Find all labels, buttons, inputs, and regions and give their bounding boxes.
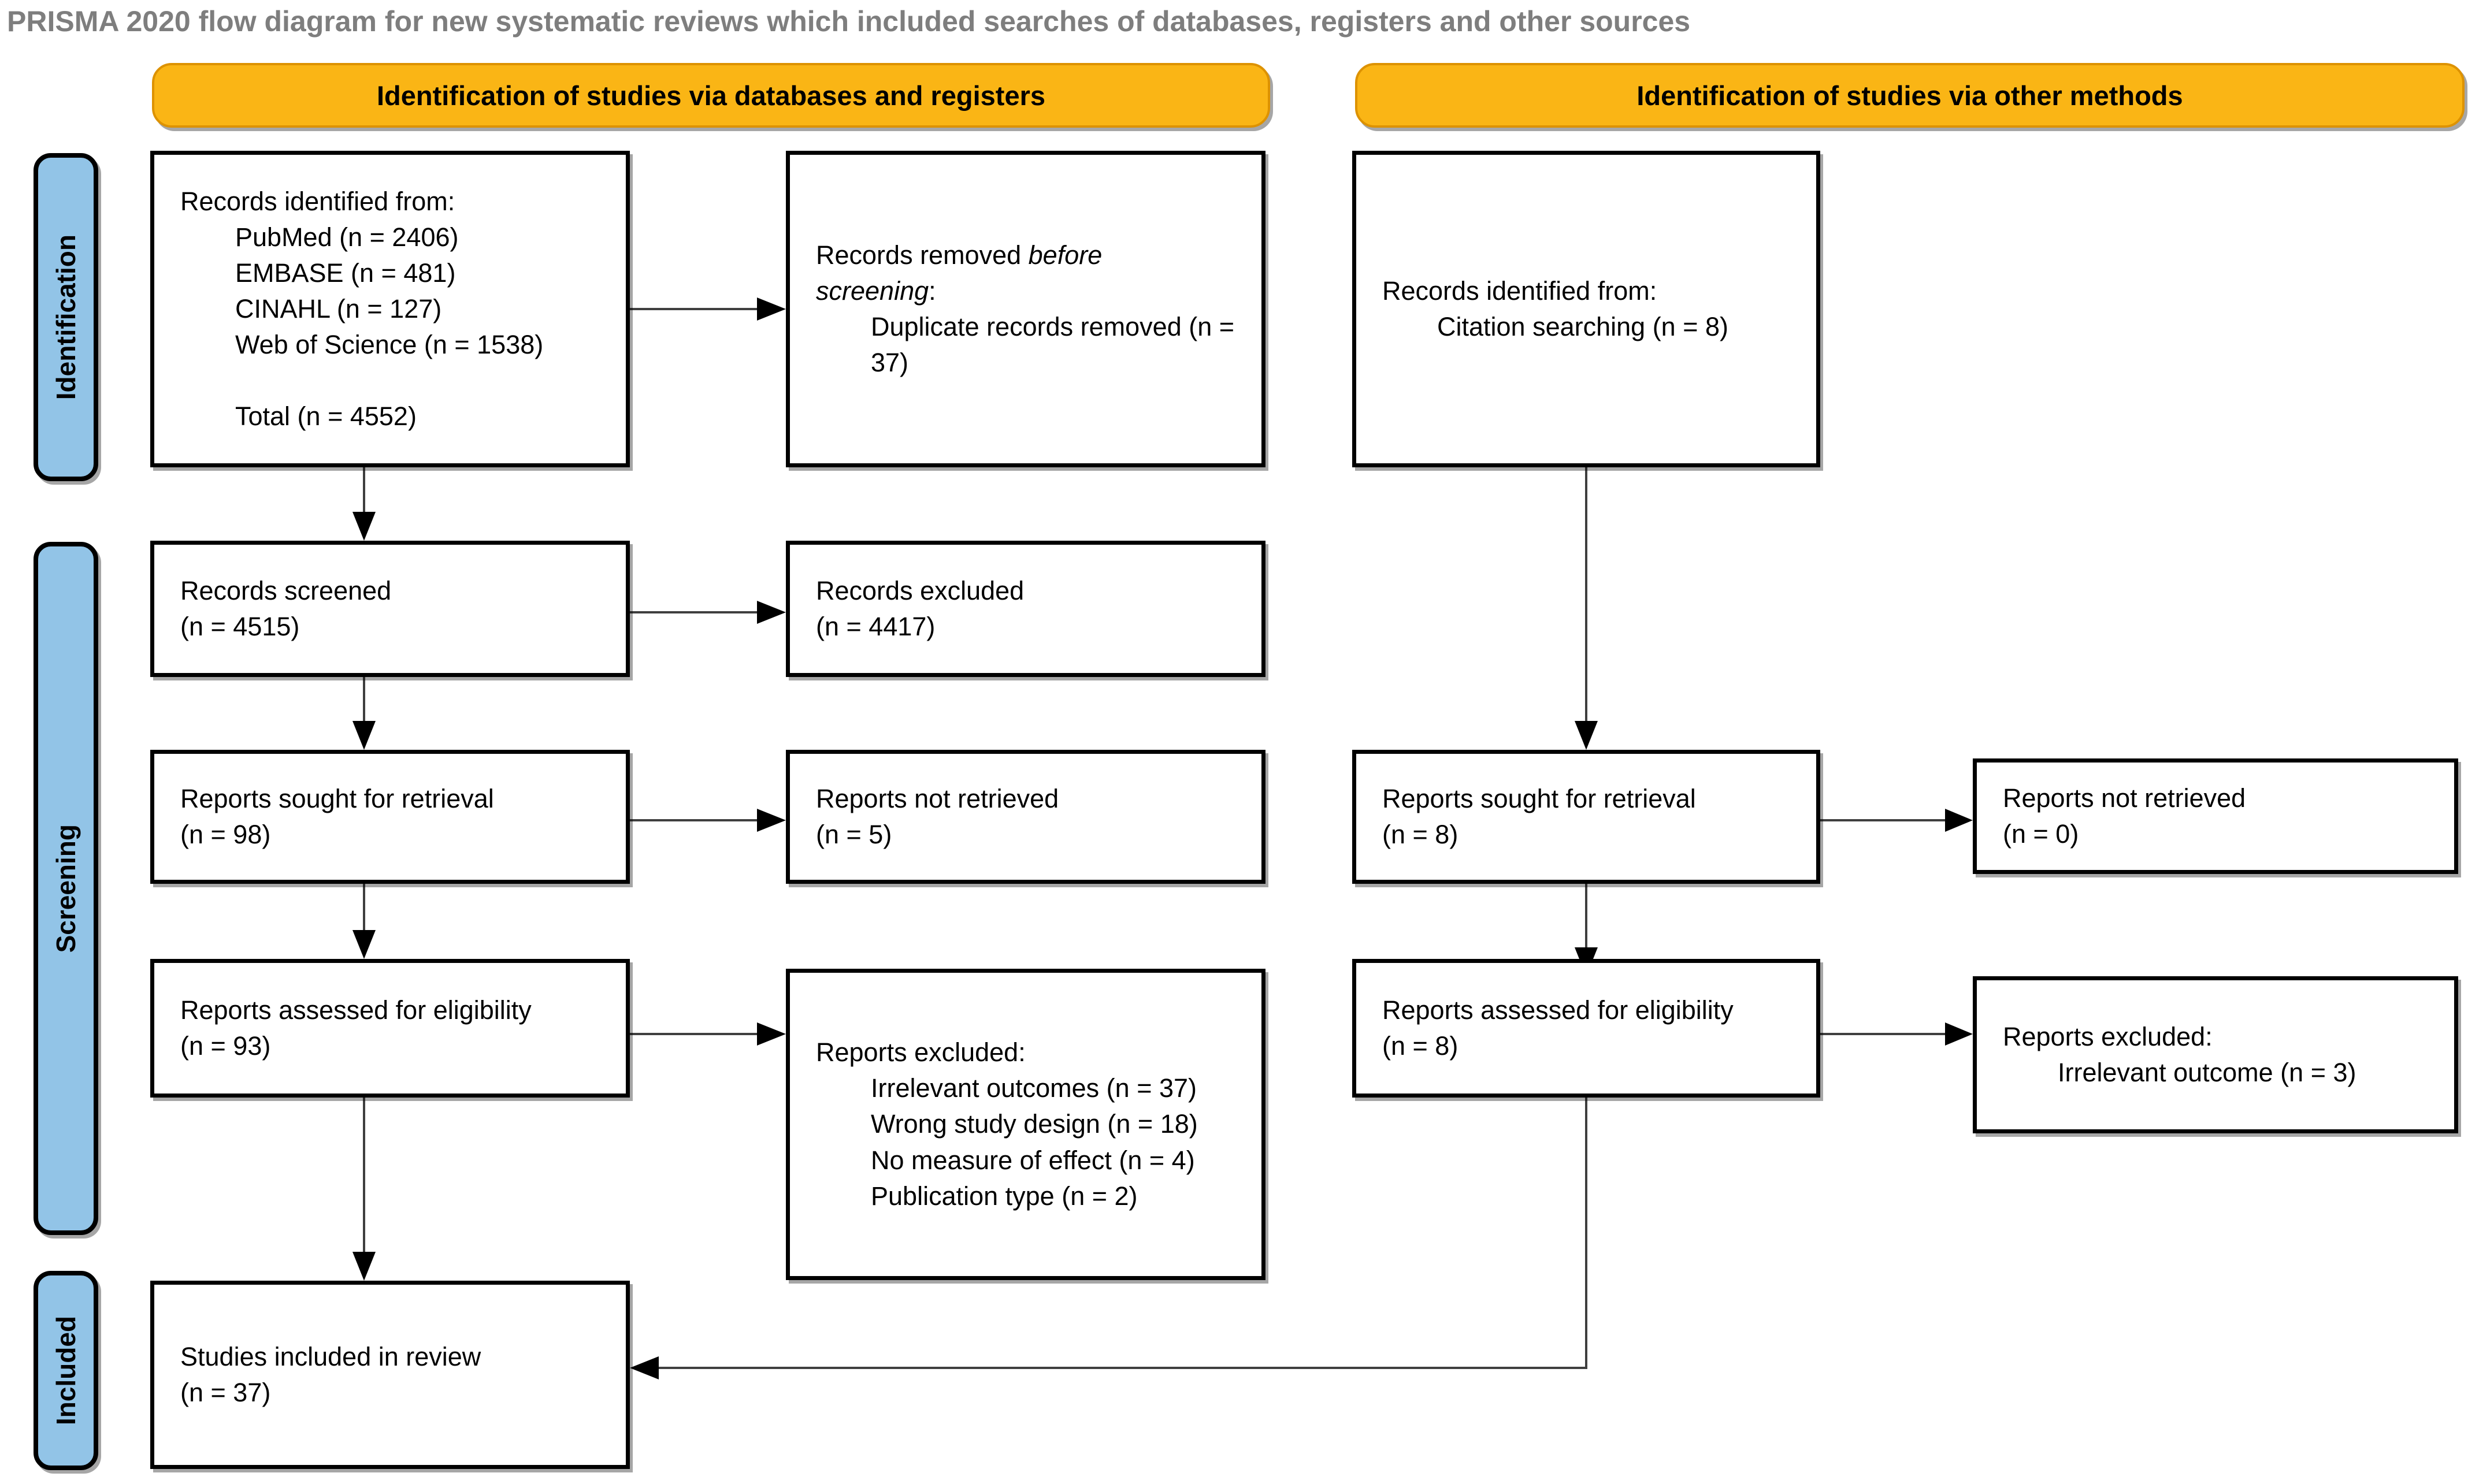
box-reports-sought-databases: Reports sought for retrieval (n = 98) [150,750,630,884]
box-line: Irrelevant outcomes (n = 37) [871,1073,1197,1103]
box-line: EMBASE (n = 481) [235,258,456,288]
box-reports-excluded-other: Reports excluded: Irrelevant outcome (n … [1973,976,2458,1133]
box-line: (n = 98) [180,820,271,849]
box-line: Publication type (n = 2) [871,1181,1138,1211]
box-reports-not-retrieved-databases: Reports not retrieved (n = 5) [786,750,1265,884]
box-line: CINAHL (n = 127) [235,294,442,323]
box-reports-assessed-other: Reports assessed for eligibility (n = 8) [1352,959,1820,1098]
stage-screening: Screening [34,542,98,1235]
arrow-other-assessed-to-included [630,1098,1587,1379]
box-text-italic: screening [816,276,929,306]
box-line: Reports not retrieved [816,783,1059,813]
box-line: (n = 8) [1382,820,1458,849]
box-text: Records removed [816,240,1029,270]
box-line: Reports excluded: [816,1037,1026,1068]
stage-identification: Identification [34,153,98,481]
box-line: (n = 5) [816,820,892,849]
box-line: No measure of effect (n = 4) [871,1145,1195,1175]
box-reports-not-retrieved-other: Reports not retrieved (n = 0) [1973,758,2458,874]
box-studies-included: Studies included in review (n = 37) [150,1281,630,1469]
box-line: (n = 4417) [816,612,936,641]
box-line: Reports not retrieved [2003,783,2246,813]
arrow-other-sought-to-notretrieved [1820,809,1973,832]
box-line: Records identified from: [1382,276,1657,306]
box-records-removed-before-screening: Records removed before screening: Duplica… [786,151,1265,467]
box-reports-sought-other: Reports sought for retrieval (n = 8) [1352,750,1820,884]
arrow-db-screened-to-excluded [630,601,786,624]
box-line: Records identified from: [180,186,455,216]
box-line: Web of Science (n = 1538) [235,330,544,360]
spacer [180,363,606,399]
box-records-identified-databases: Records identified from: PubMed (n = 240… [150,151,630,467]
box-line: (n = 0) [2003,819,2079,849]
box-line: Reports assessed for eligibility [180,995,532,1025]
box-line: Records removed before screening: [816,237,1241,309]
box-text: : [929,276,936,306]
box-records-excluded: Records excluded (n = 4417) [786,541,1265,677]
arrow-db-screened-to-sought [352,677,376,750]
box-reports-excluded-databases: Reports excluded: Irrelevant outcomes (n… [786,969,1265,1280]
arrow-db-assessed-to-excluded [630,1022,786,1046]
arrow-db-sought-to-notretrieved [630,809,786,832]
box-line: Total (n = 4552) [235,401,417,432]
box-line: (n = 4515) [180,612,300,641]
page-title: PRISMA 2020 flow diagram for new systema… [7,5,1691,38]
banner-other-methods: Identification of studies via other meth… [1355,63,2465,128]
box-line: PubMed (n = 2406) [235,222,459,252]
arrow-db-identified-to-screened [352,467,376,541]
stage-included-label: Included [51,1315,81,1426]
box-line: (n = 8) [1382,1031,1458,1061]
box-line: Records screened [180,575,392,605]
banner-databases-label: Identification of studies via databases … [376,80,1046,111]
box-line: Records excluded [816,575,1025,605]
box-line: Studies included in review [180,1341,481,1371]
stage-included: Included [34,1271,98,1470]
banner-other-methods-label: Identification of studies via other meth… [1636,80,2183,111]
box-line: (n = 37) [180,1378,271,1407]
box-line: Citation searching (n = 8) [1437,312,1729,341]
box-records-identified-other: Records identified from: Citation search… [1352,151,1820,467]
arrow-other-identified-to-sought [1575,467,1598,750]
box-reports-assessed-databases: Reports assessed for eligibility (n = 93… [150,959,630,1098]
box-records-screened: Records screened (n = 4515) [150,541,630,677]
arrow-other-assessed-to-excluded [1820,1022,1973,1046]
box-line: Duplicate records removed (n = 37) [871,312,1235,378]
box-line: Reports sought for retrieval [180,783,494,813]
stage-screening-label: Screening [51,824,81,953]
box-line: Reports sought for retrieval [1382,783,1696,813]
box-line: Irrelevant outcome (n = 3) [2058,1058,2356,1087]
box-line: Wrong study design (n = 18) [871,1109,1198,1139]
box-line: (n = 93) [180,1031,271,1061]
arrow-db-identified-to-removed [630,297,786,321]
stage-identification-label: Identification [51,234,81,400]
banner-databases-registers: Identification of studies via databases … [152,63,1270,128]
box-line: Reports assessed for eligibility [1382,995,1734,1025]
box-text-italic: before [1028,240,1103,270]
arrow-db-sought-to-assessed [352,884,376,959]
arrow-db-assessed-to-included [352,1098,376,1281]
box-line: Reports excluded: [2003,1021,2213,1051]
